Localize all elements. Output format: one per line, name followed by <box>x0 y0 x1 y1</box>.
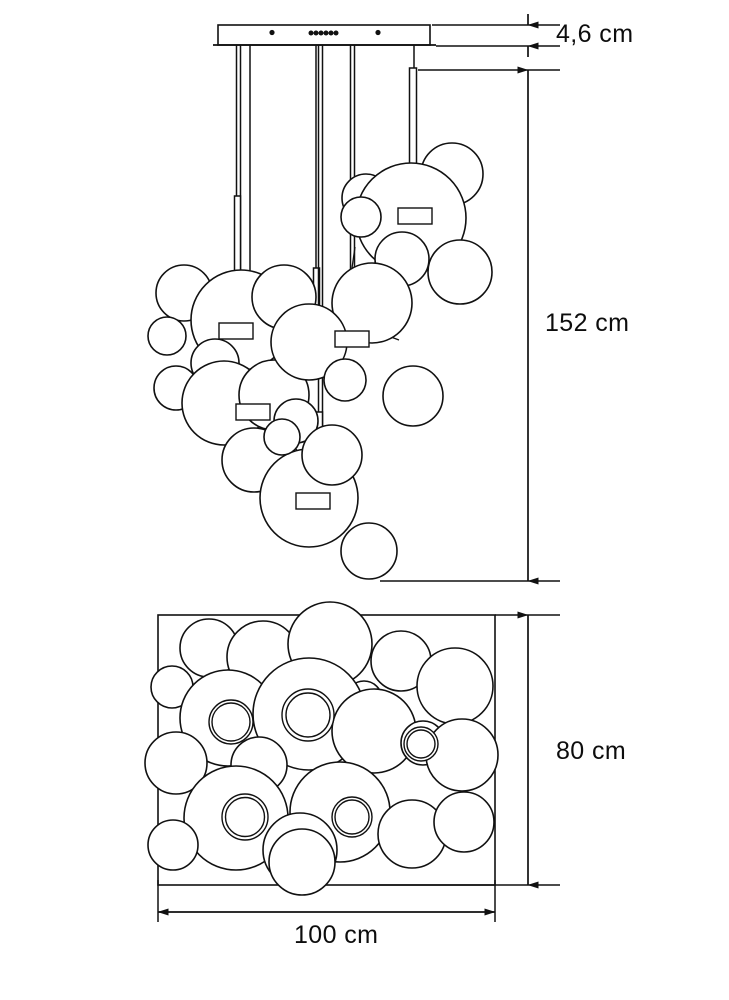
dimension-plan-depth <box>370 611 560 889</box>
bubble-spheres-plan <box>144 601 499 896</box>
dimension-label-canopy-height: 4,6 cm <box>556 20 634 48</box>
led-modules-elevation <box>218 207 433 510</box>
socket-rings-plan <box>208 688 439 841</box>
dimension-total-height <box>380 66 560 585</box>
elevation-view <box>147 24 493 580</box>
bubble-spheres-elevation <box>147 142 493 580</box>
ceiling-canopy <box>213 24 436 46</box>
dimension-canopy-height <box>432 14 560 57</box>
dimension-label-plan-depth: 80 cm <box>556 737 627 765</box>
plan-view <box>144 601 499 896</box>
cable-gland-dots <box>308 30 339 36</box>
dimension-label-plan-width: 100 cm <box>294 921 379 949</box>
dimension-plan-width <box>157 880 496 922</box>
dimension-label-total-height: 152 cm <box>545 309 630 337</box>
